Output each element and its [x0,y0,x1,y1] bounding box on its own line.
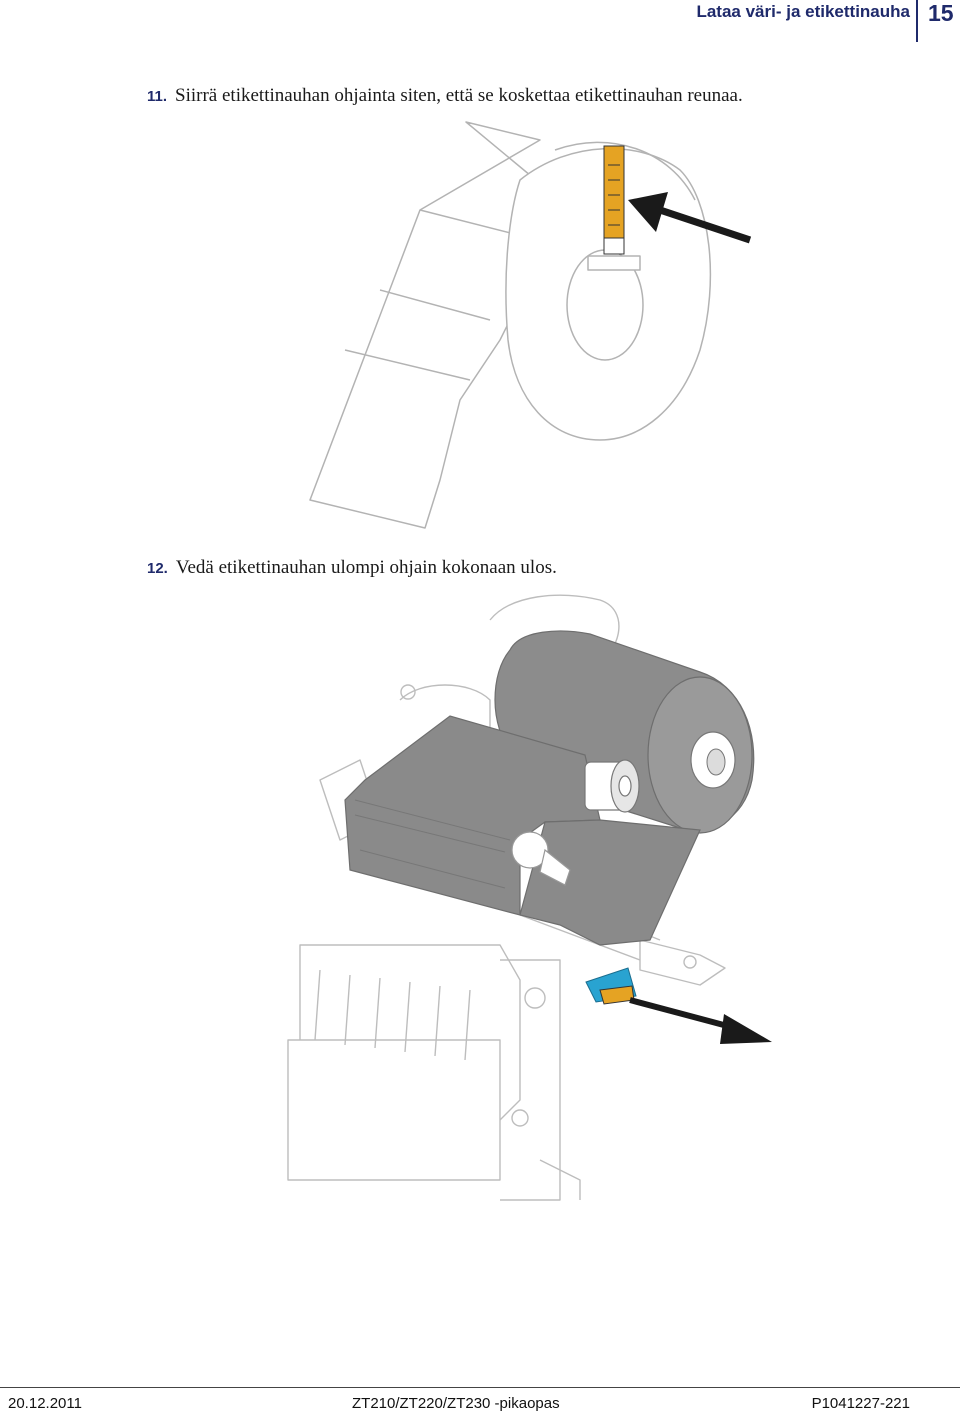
arrow-icon [628,192,752,244]
outer-guide-highlight [585,967,637,1005]
step-12-number: 12. [147,560,168,577]
printhead-latch [511,831,571,886]
footer-document-code: P1041227-221 [811,1395,910,1412]
label-roll-illustration [309,121,752,529]
step-11-number: 11. [147,88,168,105]
arrow-icon [629,997,772,1044]
step-11-text: Siirrä etikettinauhan ohjainta siten, et… [175,85,743,106]
footer-divider [0,1387,960,1388]
printer-mechanism-illustration [287,594,772,1201]
page-number: 15 [928,0,954,26]
step-11: 11. Siirrä etikettinauhan ohjainta siten,… [147,84,743,109]
step-12: 12. Vedä etikettinauhan ulompi ohjain kok… [147,556,557,581]
ribbon-web [344,715,701,946]
label-guide-highlight [603,145,625,255]
footer-date: 20.12.2011 [8,1395,82,1412]
section-title: Lataa väri- ja etikettinauha [696,2,910,21]
header-divider [916,0,918,42]
footer-product: ZT210/ZT220/ZT230 -pikaopas [352,1395,560,1412]
step-12-text: Vedä etikettinauhan ulompi ohjain kokona… [175,557,557,578]
ribbon-spindle [584,759,640,813]
